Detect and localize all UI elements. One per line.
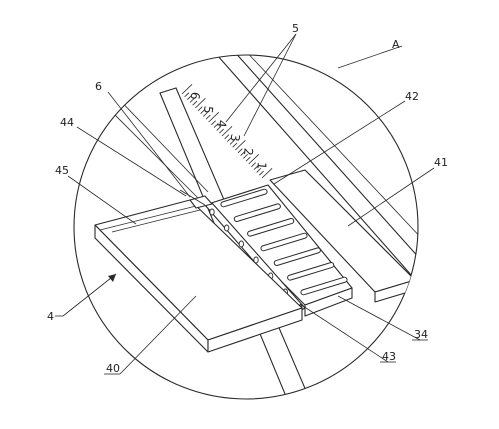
scale-tick [248,154,260,165]
slot [233,203,281,222]
scale-number: 2 [241,147,256,156]
slots [220,188,348,296]
label-34: 34 [414,328,428,341]
side-hole [224,224,230,232]
side-hole [238,240,244,248]
scale-tick [251,162,256,168]
scale-tick [203,111,208,117]
scale-tick [237,148,243,154]
scale-tick [245,156,251,162]
scale-tick [184,92,190,98]
scale-number: 5 [201,105,216,114]
scale-tick [208,112,220,123]
side-hole [209,208,215,216]
scale-tick [200,109,206,114]
slot [273,247,321,266]
scale-tick [187,95,192,100]
label-4: 4 [47,310,54,323]
label-42: 42 [405,90,419,103]
slot [287,262,335,281]
scale-tick [243,153,248,159]
left-block [94,189,303,353]
scale-number: 6 [188,91,203,100]
scale-tick [211,120,216,126]
scale-tick [229,139,235,145]
slot [300,276,348,296]
label-43: 43 [382,350,396,363]
scale-tick [253,165,259,170]
scale-tick [195,98,206,109]
scale-tick [197,106,203,112]
label-41: 41 [434,156,448,169]
scale-tick [213,123,219,128]
scale-tick [216,125,222,131]
label-44: 44 [60,116,74,129]
ruler-scale: 6 5 4 3 2 1 [181,84,273,179]
arrowhead-4 [108,274,116,282]
right-strip [269,169,416,303]
scale-tick [256,167,262,173]
scale-tick [235,140,246,151]
scale-number: 3 [228,133,243,142]
scale-tick [227,137,232,142]
slot [260,232,308,252]
scale-tick [221,126,233,137]
slot [247,218,295,237]
label-45: 45 [55,164,69,177]
scale-tick [181,84,193,95]
leader-lines [55,33,435,375]
label-5: 5 [292,22,299,35]
detail-label: A [392,38,400,51]
label-6: 6 [95,80,102,93]
scale-number: 4 [214,119,229,128]
scale-tick [219,128,224,134]
scale-tick [261,168,273,179]
detail-circle [73,54,419,400]
scale-tick [240,151,246,156]
scale-tick [224,134,230,140]
label-40: 40 [106,362,120,375]
scale-tick [205,114,211,120]
scale-tick [189,97,195,103]
slot [220,188,268,208]
scale-number: 1 [254,161,269,170]
scale-tick [192,100,198,106]
scale-tick [259,170,264,176]
scale-tick [232,142,238,148]
